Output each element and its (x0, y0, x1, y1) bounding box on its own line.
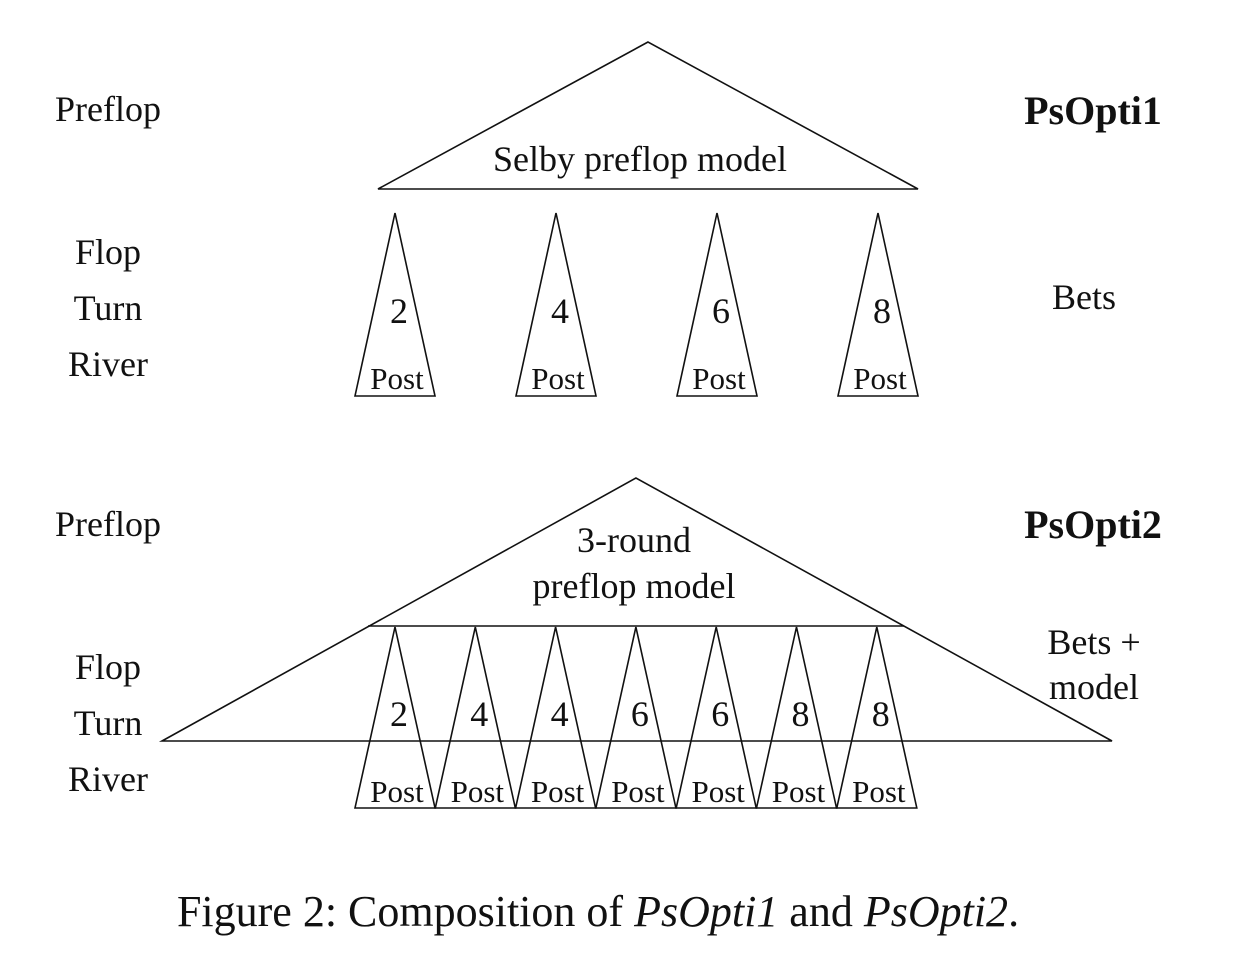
psopti1-title: PsOpti1 (1024, 88, 1162, 133)
bottom-subtree-bets-label: 2 (390, 694, 408, 734)
bottom-subtree-triangle (835, 626, 918, 809)
figure-caption: Figure 2: Composition of PsOpti1 and PsO… (177, 887, 1019, 936)
top-subtree-triangle (515, 212, 597, 397)
bottom-subtree-bets-label: 4 (551, 694, 569, 734)
top-preflop-label: Preflop (55, 89, 161, 129)
bottom-subtree-triangle (354, 626, 436, 809)
bottom-subtree-post-label: Post (691, 774, 745, 809)
bottom-subtree-bets-label: 6 (711, 694, 729, 734)
top-subtree-bets-label: 8 (873, 291, 891, 331)
three-round-preflop-triangle (158, 477, 1113, 742)
bottom-subtree-triangle (594, 626, 677, 809)
top-river-label: River (68, 344, 148, 384)
top-subtree-post-label: Post (853, 361, 907, 396)
bottom-subtree-post-label: Post (370, 774, 424, 809)
top-turn-label: Turn (74, 288, 143, 328)
bottom-subtree-bets-label: 6 (631, 694, 649, 734)
bottom-subtree-bets-label: 4 (470, 694, 488, 734)
bottom-subtree-bets-label: 8 (872, 694, 890, 734)
top-subtree-triangle (354, 212, 436, 397)
bottom-subtree-post-label: Post (611, 774, 665, 809)
top-bets-label: Bets (1052, 277, 1116, 317)
selby-preflop-model-label: Selby preflop model (493, 139, 787, 179)
top-subtree-bets-label: 2 (390, 291, 408, 331)
top-subtree-triangle (676, 212, 758, 397)
bottom-subtree-triangle (434, 626, 517, 809)
caption-suffix: . (1008, 887, 1019, 936)
caption-middle: and (778, 887, 864, 936)
bottom-bets-label-line1: Bets + (1047, 622, 1140, 662)
top-subtree-post-label: Post (531, 361, 585, 396)
bottom-subtree-bets-label: 8 (792, 694, 810, 734)
bottom-subtree-post-label: Post (772, 774, 826, 809)
bottom-turn-label: Turn (74, 703, 143, 743)
caption-psopti2: PsOpti2 (863, 887, 1008, 936)
bottom-flop-label: Flop (75, 647, 141, 687)
preflop-model-label-line2: preflop model (533, 566, 736, 606)
top-flop-label: Flop (75, 232, 141, 272)
caption-psopti1: PsOpti1 (633, 887, 778, 936)
preflop-model-label-line1: 3-round (577, 520, 691, 560)
selby-preflop-triangle (377, 41, 919, 190)
bottom-subtree-triangle (755, 626, 838, 809)
psopti2-title: PsOpti2 (1024, 502, 1162, 547)
top-subtree-triangle (837, 212, 919, 397)
bottom-subtree-post-label: Post (852, 774, 906, 809)
top-subtree-bets-label: 6 (712, 291, 730, 331)
top-subtree-post-label: Post (370, 361, 424, 396)
bottom-subtree-post-label: Post (451, 774, 505, 809)
psopti1-section: Preflop Flop Turn River PsOpti1 Bets Sel… (55, 41, 1162, 397)
bottom-bets-label-line2: model (1049, 667, 1139, 707)
bottom-preflop-label: Preflop (55, 504, 161, 544)
bottom-subtree-triangle (675, 626, 758, 809)
bottom-subtree-triangle (514, 626, 597, 809)
top-subtree-bets-label: 4 (551, 291, 569, 331)
caption-prefix: Figure 2: Composition of (177, 887, 634, 936)
bottom-subtree-post-label: Post (531, 774, 585, 809)
top-subtree-post-label: Post (692, 361, 746, 396)
psopti2-section: Preflop Flop Turn River PsOpti2 Bets + m… (55, 477, 1162, 809)
bottom-river-label: River (68, 759, 148, 799)
